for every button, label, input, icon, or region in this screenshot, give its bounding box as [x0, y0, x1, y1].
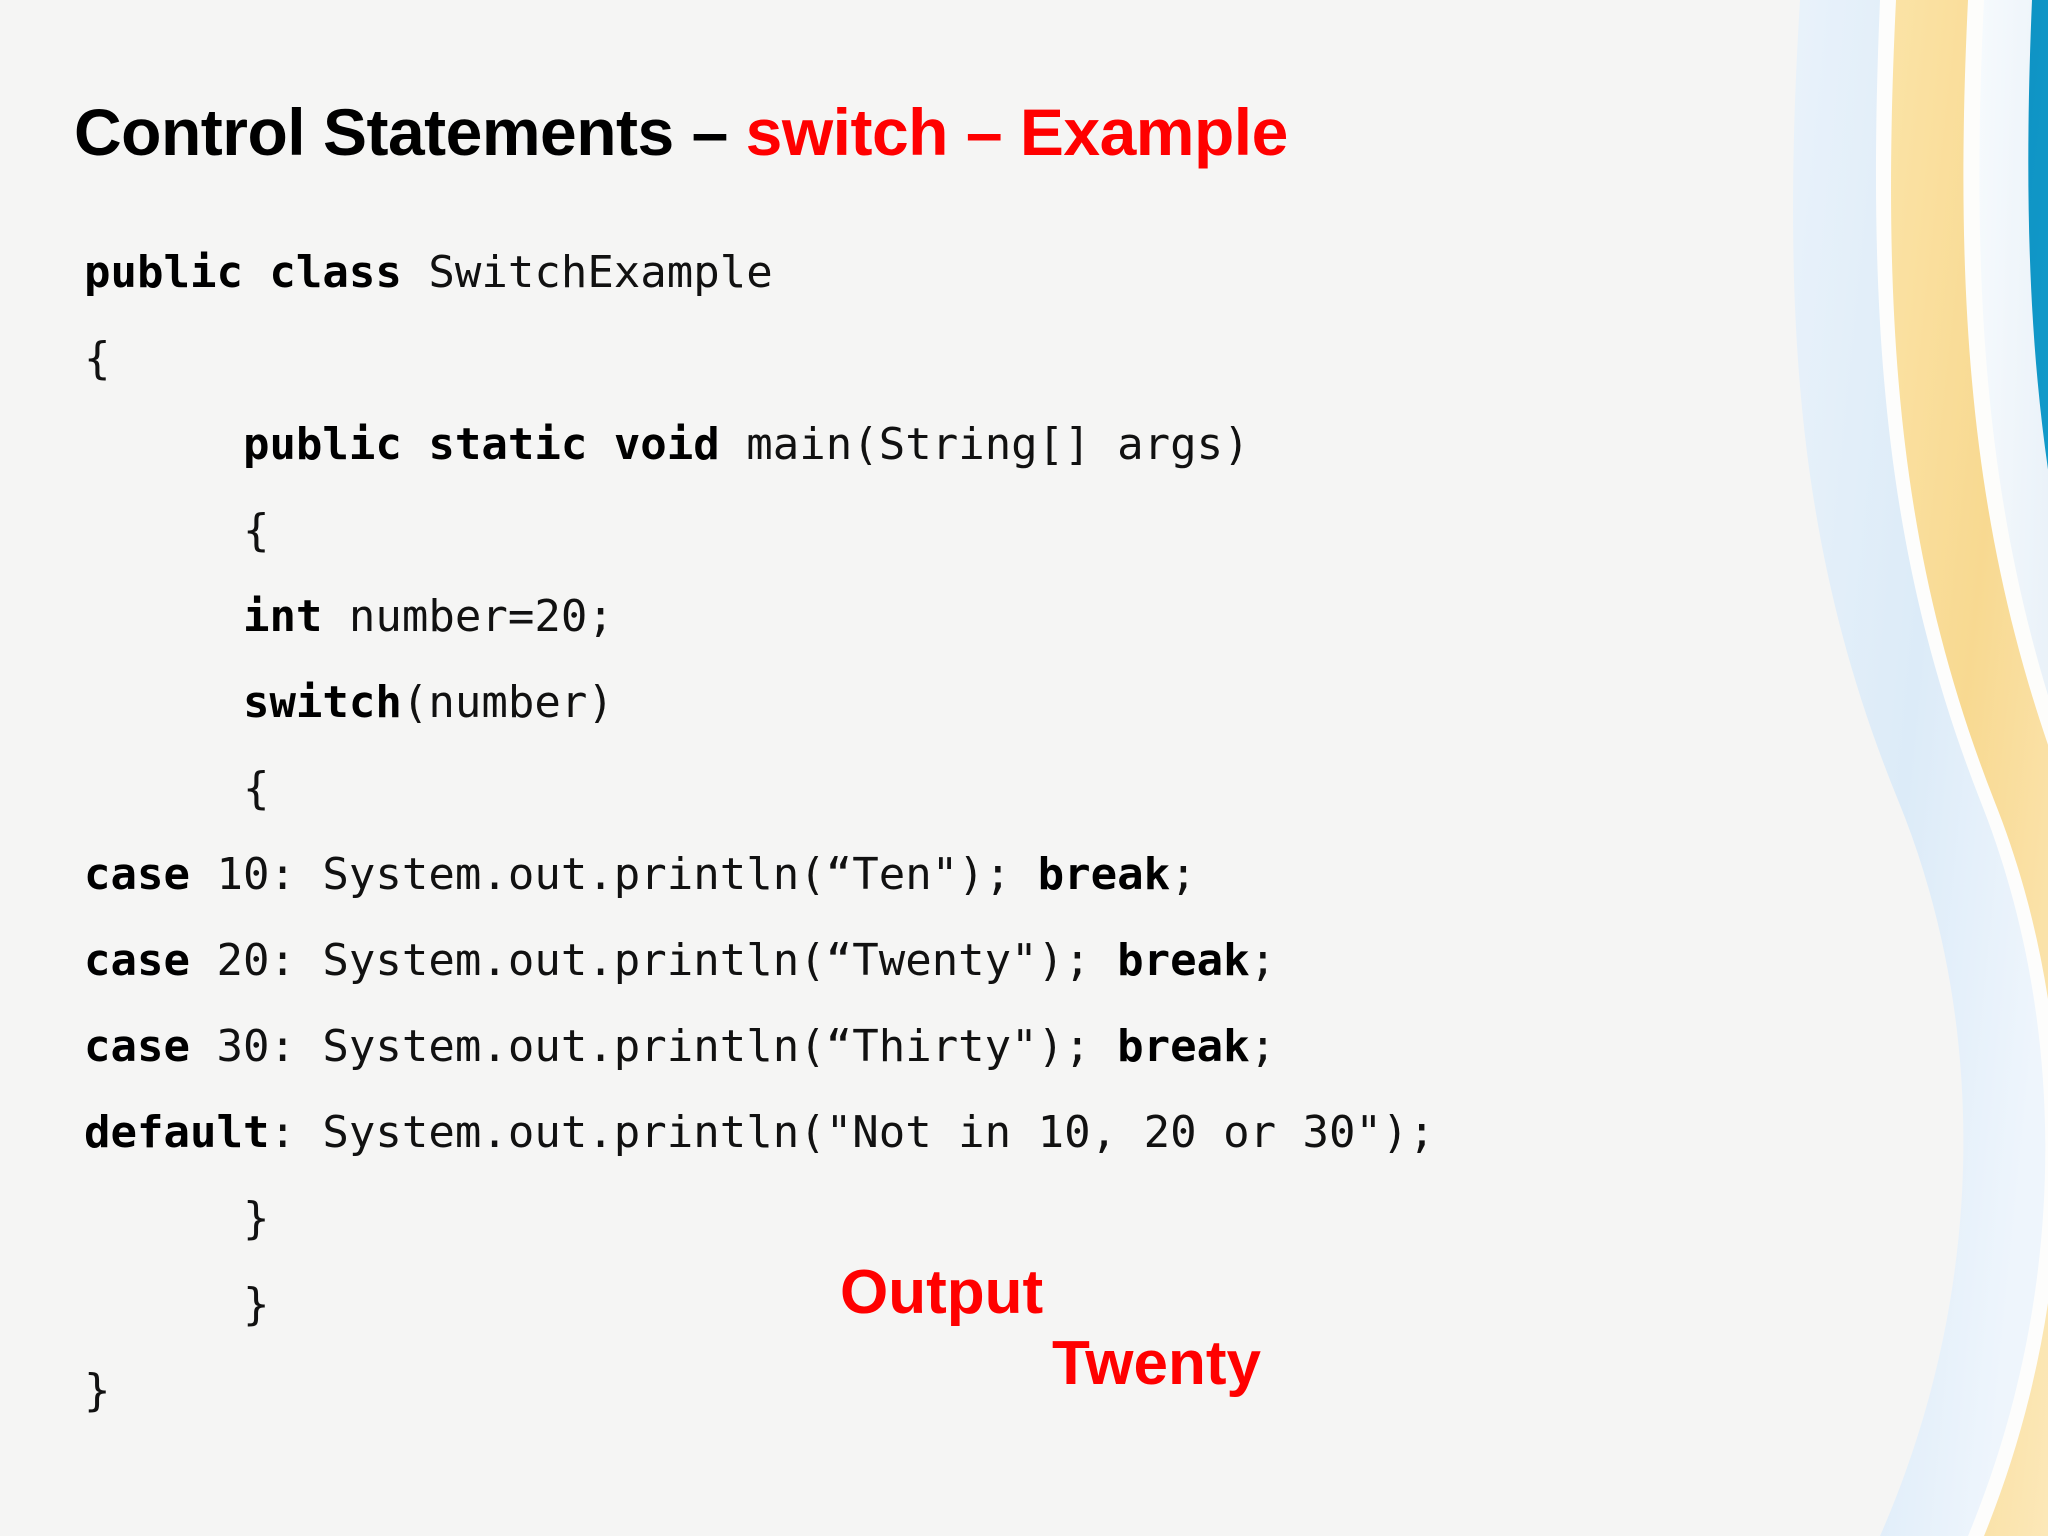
code-line: public class SwitchExample — [84, 230, 2044, 316]
code-line: case 10: System.out.println(“Ten"); brea… — [84, 832, 2044, 918]
page-title: Control Statements – switch – Example — [74, 95, 1289, 169]
code-keyword: default — [84, 1107, 270, 1158]
code-keyword: switch — [242, 677, 402, 728]
code-line: { — [84, 488, 2044, 574]
code-indent — [84, 505, 243, 556]
code-text: ; — [1170, 849, 1197, 900]
output-callout: Output Twenty — [840, 1258, 1261, 1399]
output-label: Output — [840, 1258, 1044, 1327]
code-text: SwitchExample — [428, 247, 773, 298]
code-text: { — [242, 505, 270, 556]
code-text: ; — [1249, 935, 1277, 986]
page-title-highlight: switch – Example — [745, 95, 1289, 169]
code-indent — [84, 1279, 243, 1330]
code-keyword: public static void — [242, 419, 747, 470]
code-line: public static void main(String[] args) — [84, 402, 2044, 488]
code-line: default: System.out.println("Not in 10, … — [84, 1090, 2044, 1176]
code-keyword: break — [1117, 935, 1250, 986]
code-keyword: int — [242, 591, 349, 642]
code-text: { — [84, 333, 111, 384]
output-value: Twenty — [1052, 1329, 1261, 1399]
code-line: } — [84, 1262, 2044, 1348]
code-line: } — [84, 1176, 2044, 1262]
code-line: switch(number) — [84, 660, 2044, 746]
code-keyword: break — [1037, 849, 1171, 900]
code-text: 30: System.out.println(“Thirty"); — [216, 1021, 1118, 1072]
code-indent — [84, 591, 243, 642]
code-keyword: break — [1117, 1021, 1250, 1072]
code-text: number=20; — [348, 591, 614, 642]
code-text: 20: System.out.println(“Twenty"); — [216, 935, 1118, 986]
code-line: { — [84, 746, 2044, 832]
code-indent — [84, 763, 243, 814]
code-indent — [84, 677, 243, 728]
code-text: (number) — [401, 677, 614, 728]
code-text: : System.out.println("Not in 10, 20 or 3… — [269, 1107, 1436, 1158]
code-text: main(String[] args) — [746, 419, 1250, 470]
code-text: ; — [1249, 1021, 1277, 1072]
code-keyword: public class — [84, 247, 429, 298]
code-line: } — [84, 1348, 2044, 1434]
code-listing: public class SwitchExample { public stati… — [84, 230, 2044, 1434]
code-text: } — [242, 1279, 270, 1330]
code-keyword: case — [84, 849, 217, 900]
code-text: 10: System.out.println(“Ten"); — [216, 849, 1038, 900]
code-line: case 30: System.out.println(“Thirty"); b… — [84, 1004, 2044, 1090]
code-line: int number=20; — [84, 574, 2044, 660]
code-keyword: case — [84, 1021, 217, 1072]
code-text: } — [242, 1193, 270, 1244]
code-line: case 20: System.out.println(“Twenty"); b… — [84, 918, 2044, 1004]
code-keyword: case — [84, 935, 217, 986]
code-text: } — [84, 1365, 111, 1416]
code-indent — [84, 419, 243, 470]
code-indent — [84, 1193, 243, 1244]
code-text: { — [242, 763, 270, 814]
page-title-main: Control Statements – — [74, 95, 746, 169]
code-line: { — [84, 316, 2044, 402]
